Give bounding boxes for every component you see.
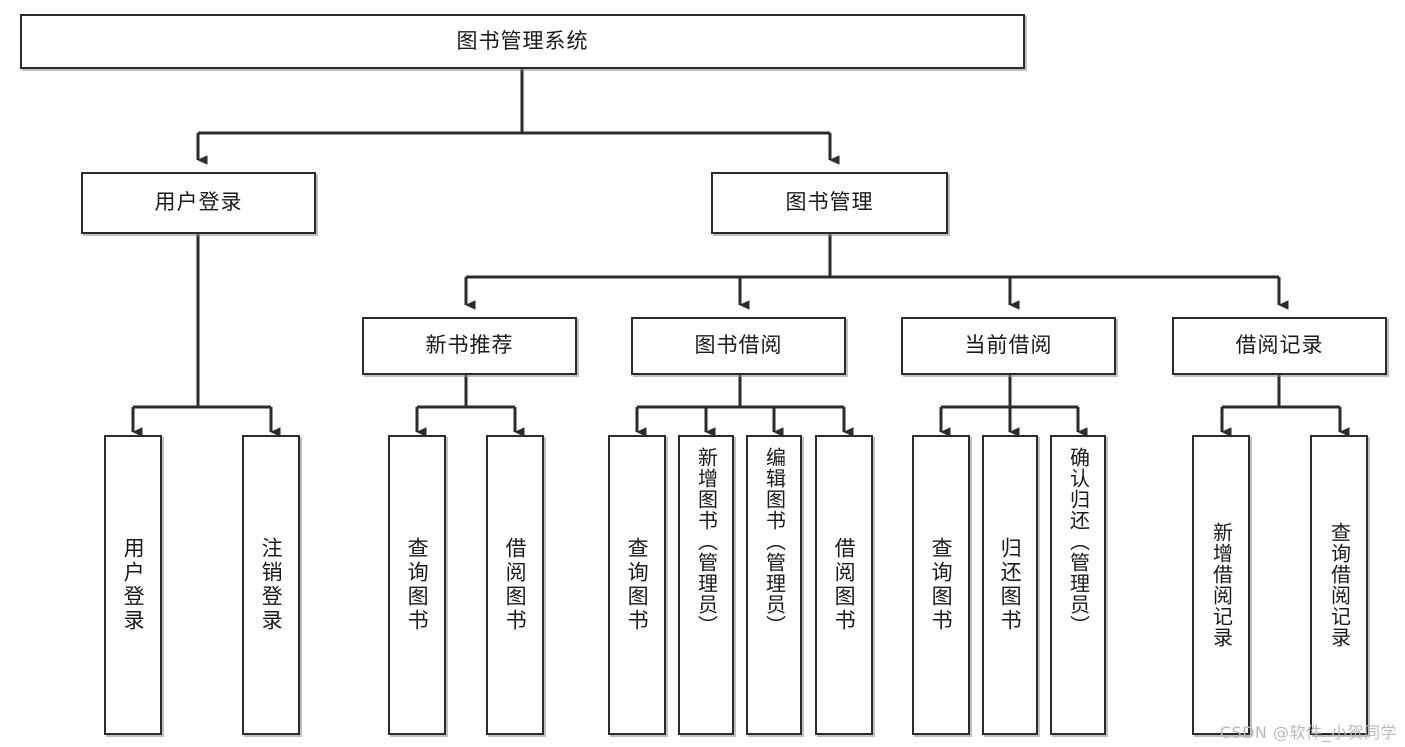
node-label: 图书借阅 (694, 333, 783, 358)
node-label: 图书管理 (785, 190, 874, 215)
node-leaf-query-book-2[interactable]: 查询图书 (608, 435, 666, 735)
node-label: 借阅图书 (832, 537, 857, 633)
csdn-watermark: CSDN @软件_小贺同学 (1219, 723, 1397, 742)
node-leaf-query-book-1[interactable]: 查询图书 (388, 435, 446, 735)
node-label: 归还图书 (998, 537, 1023, 633)
node-leaf-borrow-book-1[interactable]: 借阅图书 (486, 435, 544, 735)
node-borrow-record[interactable]: 借阅记录 (1172, 317, 1387, 375)
node-current-borrow[interactable]: 当前借阅 (901, 317, 1116, 375)
node-leaf-borrow-book-2[interactable]: 借阅图书 (815, 435, 873, 735)
node-new-book-rec[interactable]: 新书推荐 (362, 317, 577, 375)
node-label: 查询图书 (405, 537, 430, 633)
node-label: 用户登录 (154, 190, 243, 215)
node-leaf-query-book-3[interactable]: 查询图书 (912, 435, 970, 735)
node-leaf-query-record[interactable]: 查询借阅记录 (1310, 435, 1368, 735)
node-label: 查询借阅记录 (1327, 522, 1352, 648)
node-leaf-logout-login[interactable]: 注销登录 (242, 435, 300, 735)
node-leaf-confirm-return[interactable]: 确认归还（管理员） (1050, 435, 1106, 735)
node-label: 新书推荐 (425, 333, 514, 358)
node-label: 注销登录 (259, 537, 284, 633)
node-label: 查询图书 (625, 537, 650, 633)
node-root-book-management-system[interactable]: 图书管理系统 (20, 14, 1025, 69)
node-label: 用户登录 (121, 537, 146, 633)
node-leaf-add-book[interactable]: 新增图书（管理员） (678, 435, 734, 735)
node-label: 新增图书（管理员） (694, 447, 719, 636)
node-book-borrow[interactable]: 图书借阅 (631, 317, 846, 375)
node-user-login[interactable]: 用户登录 (81, 172, 316, 234)
node-label: 新增借阅记录 (1209, 522, 1234, 648)
node-label: 当前借阅 (964, 333, 1053, 358)
node-label: 编辑图书（管理员） (762, 447, 787, 636)
node-book-manage[interactable]: 图书管理 (711, 172, 948, 234)
node-leaf-return-book[interactable]: 归还图书 (982, 435, 1038, 735)
node-label: 确认归还（管理员） (1066, 447, 1091, 636)
node-label: 借阅记录 (1235, 333, 1324, 358)
node-label: 借阅图书 (503, 537, 528, 633)
node-leaf-edit-book[interactable]: 编辑图书（管理员） (746, 435, 802, 735)
node-label: 图书管理系统 (456, 28, 589, 53)
node-leaf-add-record[interactable]: 新增借阅记录 (1192, 435, 1250, 735)
node-label: 查询图书 (929, 537, 954, 633)
node-leaf-user-login[interactable]: 用户登录 (104, 435, 162, 735)
